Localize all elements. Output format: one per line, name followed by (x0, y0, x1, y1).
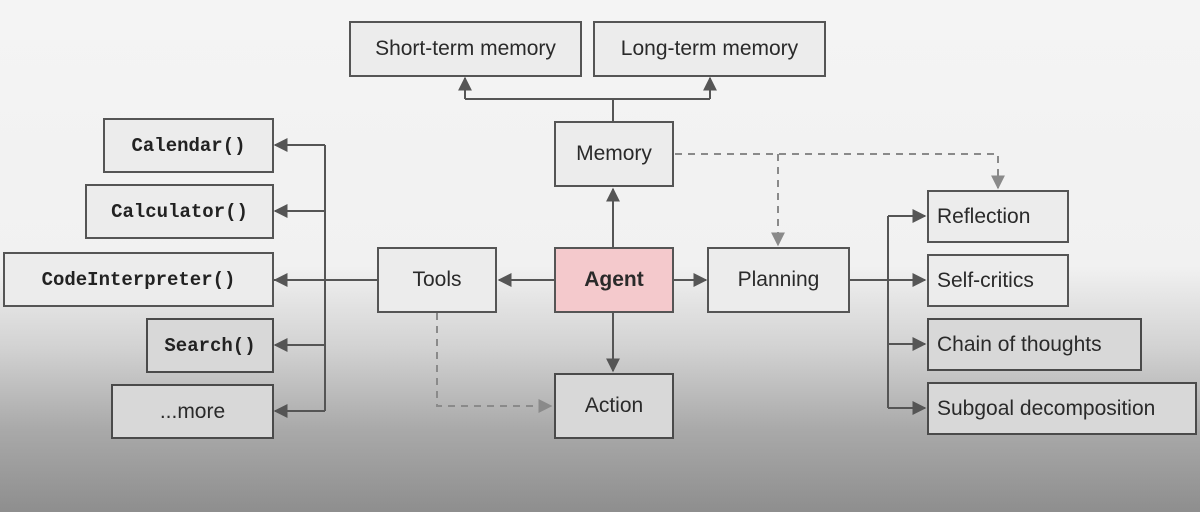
memory-node: Memory (554, 121, 674, 187)
dashed-memory-to-reflection (675, 153, 1005, 190)
subgoal-decomposition-node: Subgoal decomposition (927, 382, 1197, 435)
search-tool-node: Search() (146, 318, 274, 373)
code-interpreter-tool-node: CodeInterpreter() (3, 252, 274, 307)
calculator-tool-node: Calculator() (85, 184, 274, 239)
self-critics-node: Self-critics (927, 254, 1069, 307)
more-tools-node: ...more (111, 384, 274, 439)
chain-of-thoughts-node: Chain of thoughts (927, 318, 1142, 371)
tools-node: Tools (377, 247, 497, 313)
action-node: Action (554, 373, 674, 439)
calendar-tool-node: Calendar() (103, 118, 274, 173)
long-term-memory-node: Long-term memory (593, 21, 826, 77)
planning-node: Planning (707, 247, 850, 313)
agent-node: Agent (554, 247, 674, 313)
dashed-tools-to-action (436, 313, 553, 413)
reflection-node: Reflection (927, 190, 1069, 243)
short-term-memory-node: Short-term memory (349, 21, 582, 77)
